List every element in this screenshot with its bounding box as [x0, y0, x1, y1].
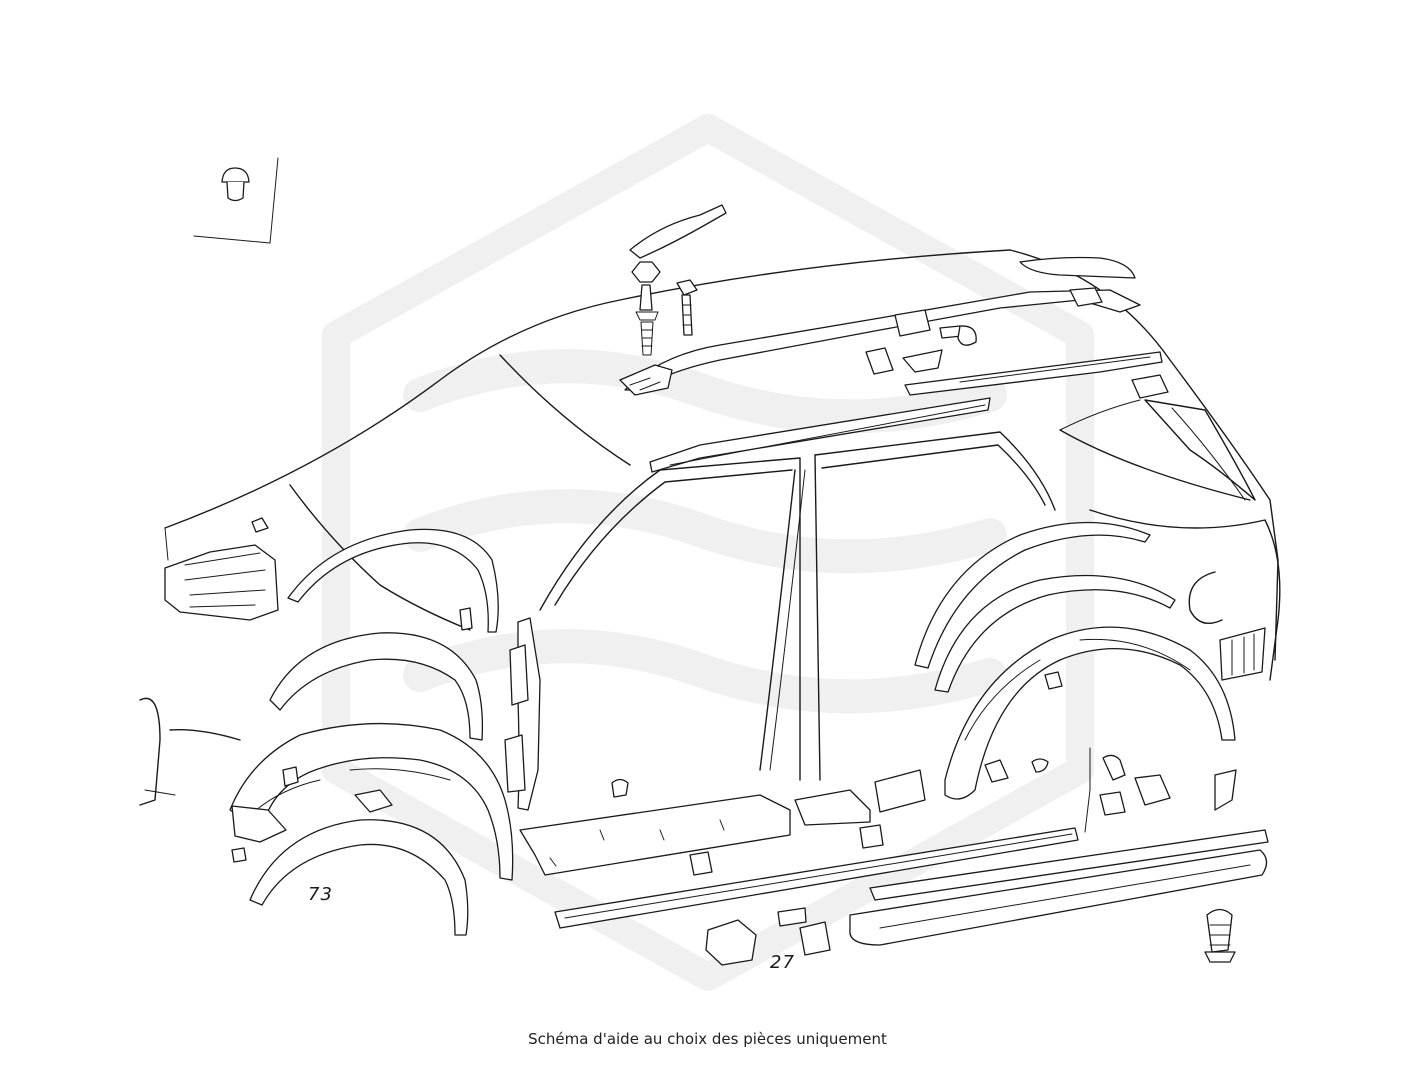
front-bumper-bracket	[164, 517, 279, 621]
sill-clips	[705, 907, 831, 966]
vehicle-body-outline	[139, 249, 1281, 806]
inset-frame	[193, 157, 279, 244]
diagram-caption: Schéma d'aide au choix des pièces unique…	[528, 1030, 887, 1048]
sill-parts	[519, 769, 1269, 946]
roof-rail-assembly	[619, 204, 1163, 473]
roof-fasteners	[631, 261, 1169, 399]
side-fasteners	[1084, 747, 1237, 963]
callout-73: 73	[308, 884, 333, 905]
callout-27: 27	[770, 952, 795, 973]
a-pillar-trim	[504, 617, 541, 811]
rear-wheel-arch-parts	[914, 521, 1236, 800]
push-rivet-clip-icon	[221, 167, 250, 202]
front-wheel-arch-parts	[229, 528, 514, 936]
